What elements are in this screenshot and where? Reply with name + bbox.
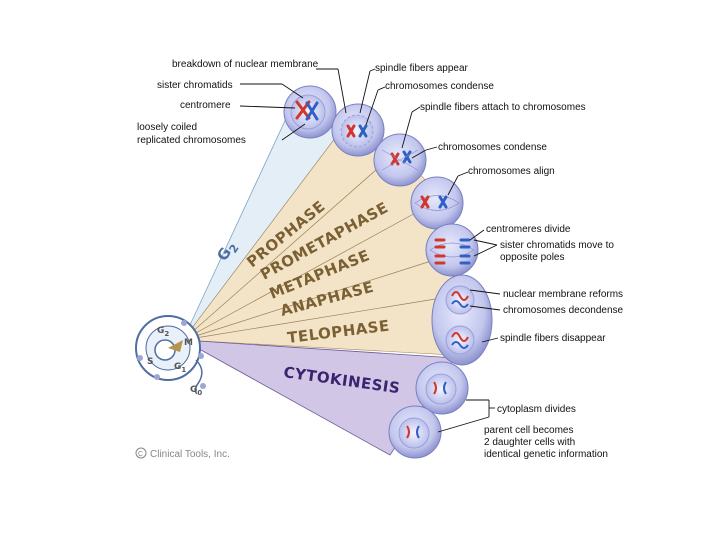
label-breakdown-nuclear-membrane: breakdown of nuclear membrane	[172, 59, 319, 70]
cell-daughter-1	[415, 361, 469, 415]
label-sister-chromatids: sister chromatids	[157, 80, 233, 91]
cell-cycle-wheel	[135, 315, 206, 395]
copyright-notice: C Clinical Tools, Inc.	[135, 447, 230, 460]
wheel-label-s: S	[147, 357, 153, 367]
label-opposite-poles: opposite poles	[500, 252, 565, 263]
label-two-daughter-cells: 2 daughter cells with	[484, 437, 575, 448]
label-spindle-fibers-disappear: spindle fibers disappear	[500, 333, 606, 344]
label-centromere: centromere	[180, 100, 231, 111]
wheel-label-g0: G0	[190, 385, 202, 397]
label-chromosomes-condense-2: chromosomes condense	[438, 142, 547, 153]
wheel-label-m: M	[184, 338, 193, 348]
label-nuclear-membrane-reforms: nuclear membrane reforms	[503, 289, 623, 300]
label-chromosomes-decondense: chromosomes decondense	[503, 305, 624, 316]
wheel-label-g1: G1	[174, 362, 186, 374]
svg-text:C: C	[138, 451, 143, 458]
label-replicated-chromosomes: replicated chromosomes	[137, 135, 246, 146]
cell-daughter-2	[388, 405, 442, 459]
cell-prometaphase	[373, 133, 427, 187]
label-spindle-fibers-appear: spindle fibers appear	[375, 63, 469, 74]
cell-telophase	[431, 274, 493, 366]
copyright-text: Clinical Tools, Inc.	[150, 449, 230, 460]
label-chromosomes-align: chromosomes align	[468, 166, 555, 177]
label-spindle-fibers-attach: spindle fibers attach to chromosomes	[420, 102, 586, 113]
cell-metaphase	[410, 176, 464, 230]
label-chromosomes-condense-1: chromosomes condense	[385, 81, 494, 92]
cell-interphase	[283, 85, 337, 139]
cell-prophase	[331, 103, 385, 157]
label-centromeres-divide: centromeres divide	[486, 224, 571, 235]
leader-lines	[239, 68, 501, 433]
wheel-label-g2: G2	[157, 326, 169, 338]
label-parent-cell-becomes: parent cell becomes	[484, 425, 574, 436]
label-loosely-coiled: loosely coiled	[137, 122, 197, 133]
cell-anaphase	[425, 223, 479, 277]
label-cytoplasm-divides: cytoplasm divides	[497, 404, 576, 415]
label-identical-genetic-info: identical genetic information	[484, 449, 608, 460]
fan-cytokinesis	[182, 339, 456, 456]
label-sister-chromatids-move: sister chromatids move to	[500, 240, 614, 251]
